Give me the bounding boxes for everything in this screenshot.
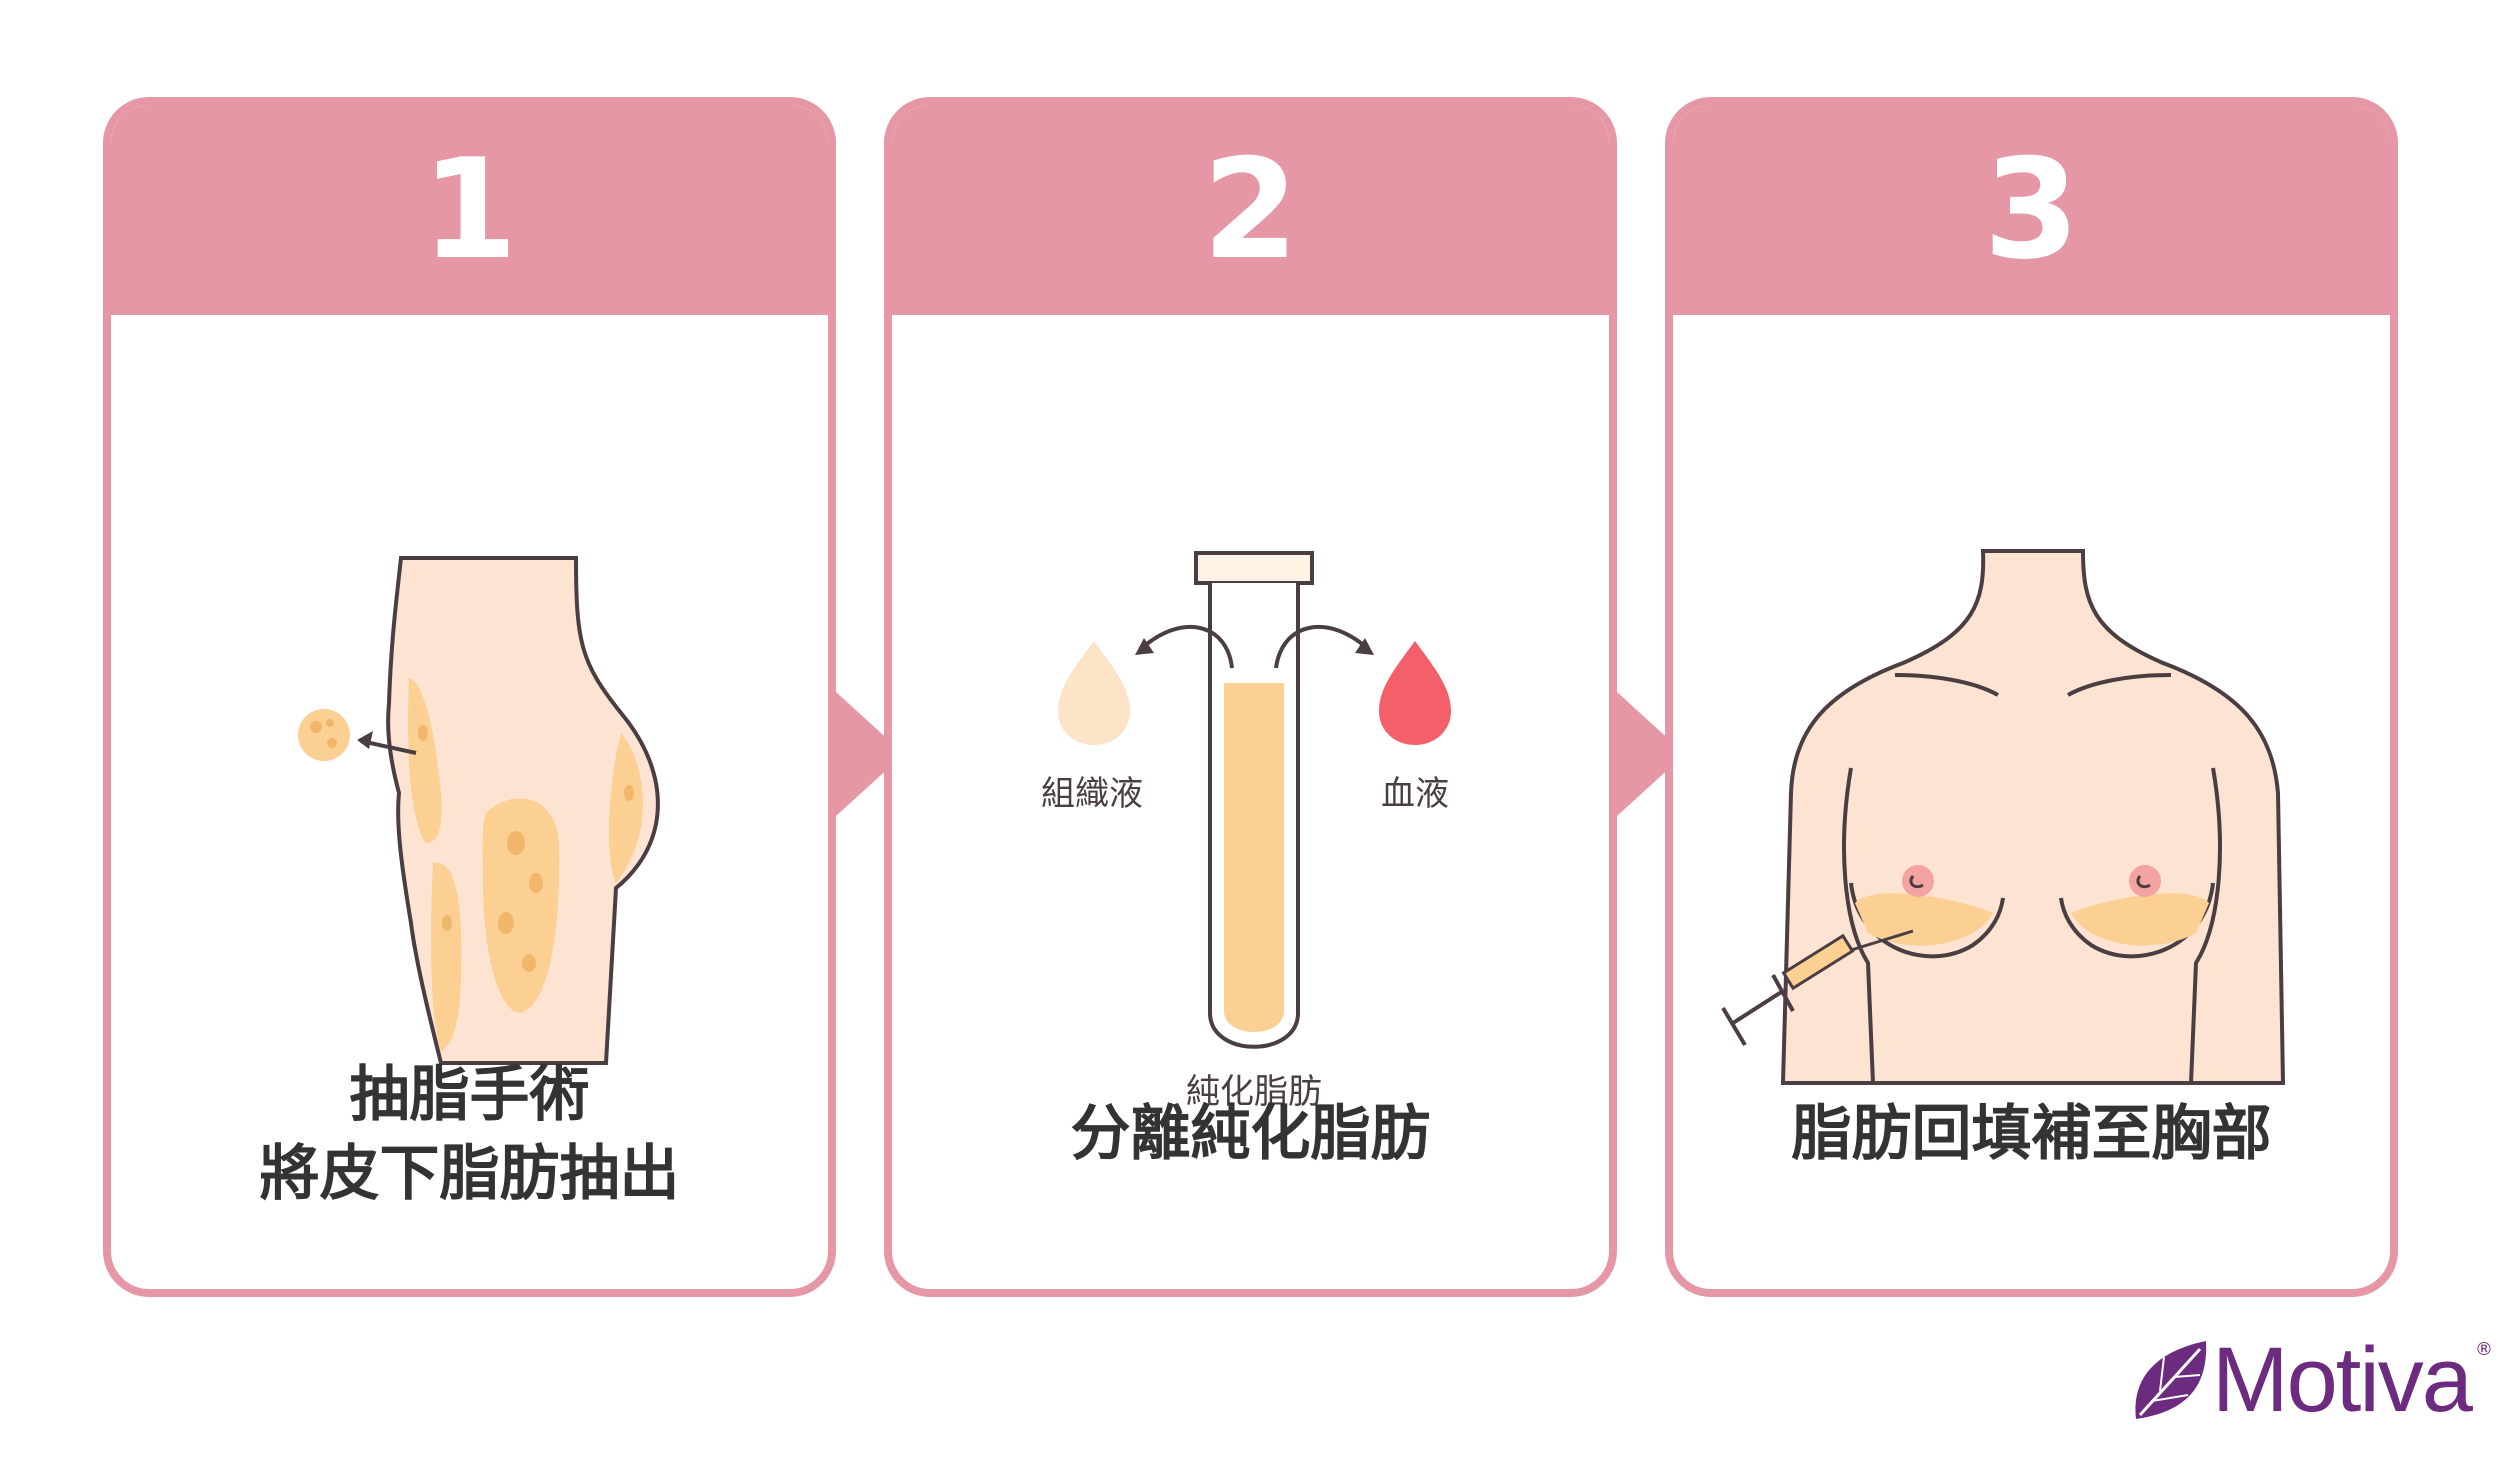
registered-mark: ®	[2474, 1339, 2493, 1360]
syringe-icon	[1721, 929, 1914, 1047]
step-number-2: 2	[1202, 129, 1299, 290]
step-card-1: 1 抽脂手術 將皮	[103, 97, 836, 1297]
step-header-3: 3	[1673, 105, 2390, 315]
hip-fat-graphic	[298, 556, 660, 1065]
blood-label: 血液	[1381, 774, 1449, 814]
step-caption-3: 脂肪回填補至胸部	[1673, 985, 2390, 1285]
leaf-icon	[2135, 1341, 2207, 1419]
motiva-logo: Motiva ®	[2130, 1325, 2493, 1435]
step-header-2: 2	[892, 105, 1609, 315]
step-caption-1: 抽脂手術 將皮下脂肪抽出	[111, 985, 828, 1285]
caption-line: 脂肪回填補至胸部	[1791, 1099, 2272, 1170]
purified-fat-label: 純化脂肪	[1186, 1072, 1322, 1112]
step-caption-2: 分離純化脂肪	[892, 985, 1609, 1285]
step-card-2: 2 組織液 血液 純化脂肪 分離純化脂肪	[884, 97, 1617, 1297]
fat-grafting-illustration	[1673, 323, 2390, 1143]
step-number-3: 3	[1983, 129, 2080, 290]
step-number-1: 1	[421, 129, 518, 290]
step-card-3: 3	[1665, 97, 2398, 1297]
caption-line: 抽脂手術	[349, 1059, 590, 1130]
tissue-fluid-label: 組織液	[1041, 774, 1143, 814]
test-tube-graphic: 組織液 血液 純化脂肪	[1041, 551, 1451, 1112]
caption-line: 將皮下脂肪抽出	[259, 1139, 680, 1209]
brand-name: Motiva	[2212, 1329, 2473, 1431]
caption-line: 分離純化脂肪	[1070, 1099, 1431, 1170]
liposuction-illustration	[111, 323, 828, 1143]
chest-graphic	[1721, 549, 2286, 1085]
separation-illustration: 組織液 血液 純化脂肪	[892, 323, 1609, 1143]
step-header-1: 1	[111, 105, 828, 315]
